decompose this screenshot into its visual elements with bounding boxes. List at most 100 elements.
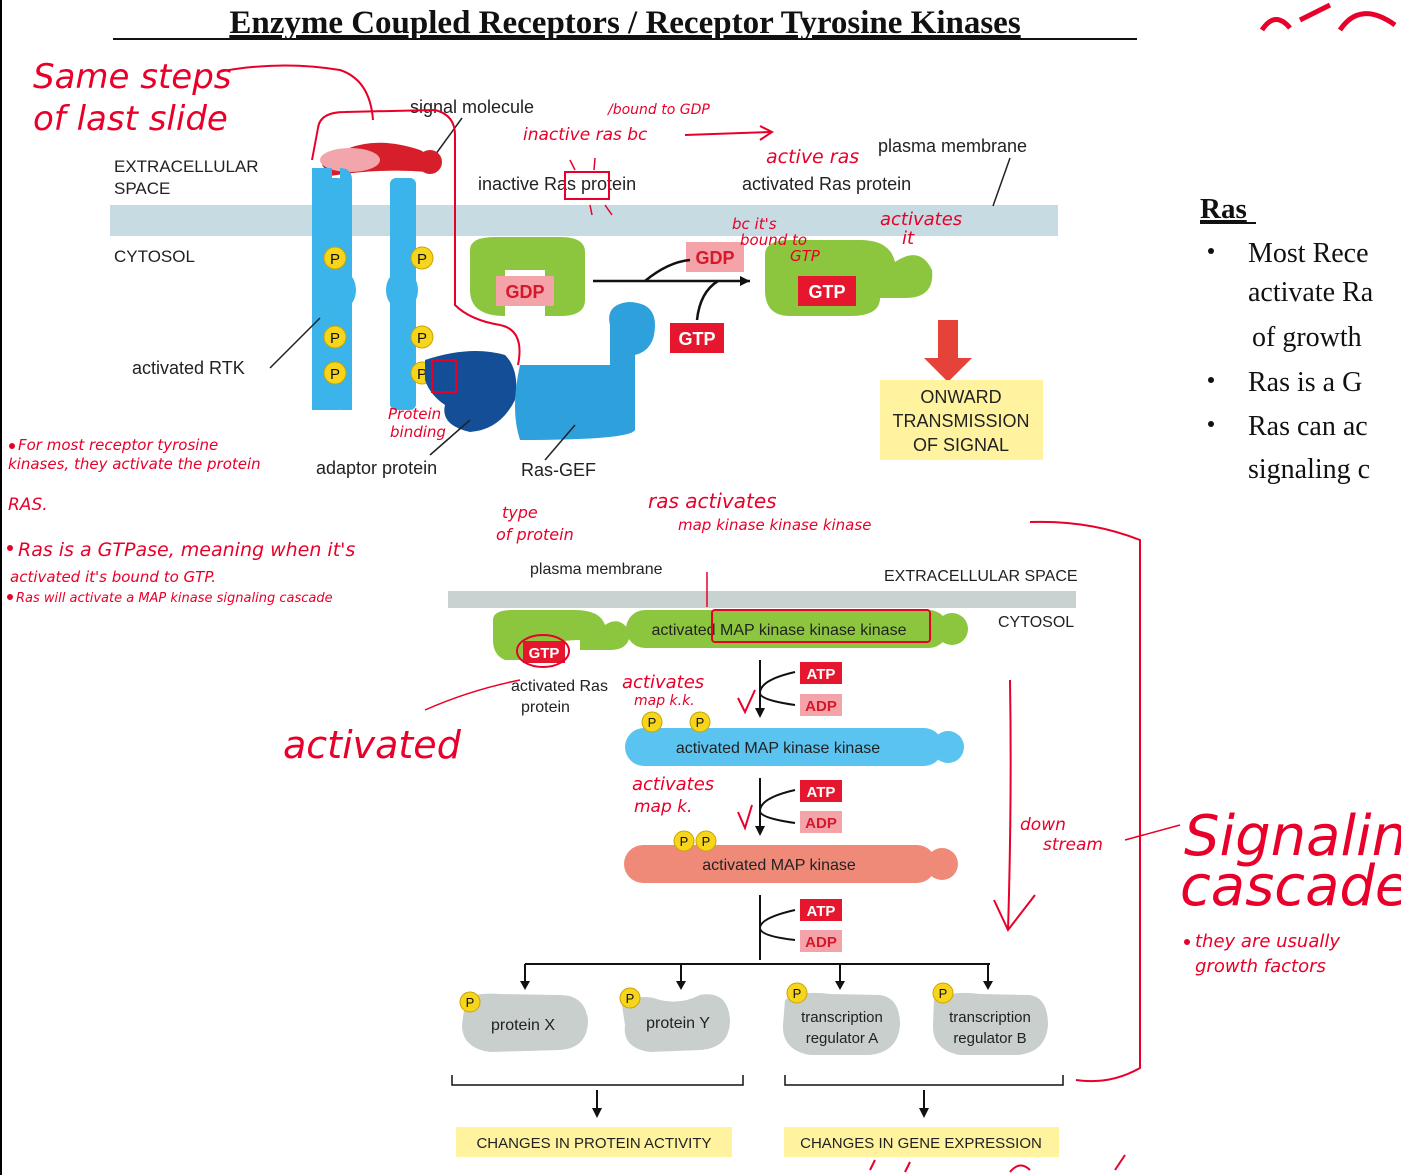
- atp-label: ATP: [807, 903, 836, 920]
- annotation-text: activates: [622, 672, 704, 693]
- annotation-box: [564, 171, 610, 200]
- phosphate-label: P: [793, 986, 802, 1001]
- annotation-text: activated it's bound to GTP.: [10, 568, 216, 586]
- mapk-bar: [624, 845, 936, 883]
- svg-text:P: P: [417, 330, 427, 347]
- phosphate-icon: [932, 982, 954, 1004]
- annotation-mark: [869, 1154, 1126, 1173]
- svg-text:P: P: [330, 251, 340, 268]
- mapkk-bar: [625, 728, 943, 766]
- arrow-head: [592, 1108, 929, 1118]
- activated-rtk-label: activated RTK: [132, 358, 245, 378]
- gdp-badge: [686, 242, 744, 272]
- bracket: [784, 1075, 1064, 1086]
- phosphate-label: P: [696, 715, 705, 730]
- annotation-text: Protein: [388, 405, 441, 423]
- scribble-mark: [1259, 2, 1397, 32]
- activated-ras-label: activated Ras: [511, 678, 608, 695]
- annotation-text: type: [502, 503, 538, 522]
- mapkkk-bar: [626, 610, 948, 648]
- phosphate-icon: [695, 830, 717, 852]
- bullet-text: Most Rece: [1248, 238, 1369, 269]
- bullet-text: signaling c: [1248, 454, 1370, 485]
- phosphate-label: P: [648, 715, 657, 730]
- extracellular-label: EXTRACELLULAR SPACE: [884, 568, 1078, 585]
- phosphate-label: P: [466, 995, 475, 1010]
- phosphate-group: P P P P P P: [323, 246, 434, 385]
- gdp-label: GDP: [695, 248, 734, 268]
- annotation-line: [311, 127, 319, 161]
- gtp-label: GTP: [808, 282, 845, 302]
- annotation-line: [424, 679, 521, 711]
- phosphate-label: P: [626, 991, 635, 1006]
- signal-molecule-label: signal molecule: [410, 97, 534, 117]
- arrow: [758, 671, 796, 706]
- regulator-b-label: regulator B: [953, 1030, 1026, 1047]
- annotation-text: stream: [1043, 835, 1103, 855]
- cytosol-label: CYTOSOL: [998, 614, 1074, 631]
- signal-molecule-shape: [320, 148, 380, 172]
- annotation-text: activated: [283, 723, 462, 767]
- rtk-receptor-right: [386, 178, 418, 410]
- mapk-bar: [926, 848, 958, 880]
- adp-label: ADP: [805, 698, 837, 715]
- annotation-text: activates: [880, 209, 962, 230]
- annotation-box: [711, 609, 931, 643]
- onward-text: ONWARD: [920, 387, 1001, 407]
- arrow-head: [740, 276, 750, 286]
- bullet-dot: [1208, 421, 1214, 427]
- atp-badge: [800, 662, 842, 684]
- bullet-text: Ras is a G: [1248, 367, 1362, 398]
- signal-molecule-shape: [418, 150, 442, 174]
- bullet-text: Ras can ac: [1248, 411, 1368, 442]
- phosphate-label: P: [680, 834, 689, 849]
- annotation-box: [431, 359, 457, 393]
- phosphate-label: P: [939, 986, 948, 1001]
- arrow: [758, 789, 796, 824]
- gtp-label: GTP: [678, 329, 715, 349]
- annotation-text: inactive ras bc: [523, 125, 648, 145]
- ras-gef-label: Ras-GEF: [521, 460, 596, 480]
- regulator-b-label: transcription: [949, 1009, 1031, 1026]
- cytosol-label: CYTOSOL: [114, 247, 195, 266]
- bracket: [451, 1075, 744, 1086]
- protein-y-label: protein Y: [646, 1015, 710, 1032]
- annotation-text: bound to: [740, 231, 807, 249]
- ras-gef-shape: [515, 302, 655, 440]
- arrow: [644, 258, 691, 282]
- annotation-text: ras activates: [648, 489, 777, 513]
- bottom-diagram: plasma membrane EXTRACELLULAR SPACE CYTO…: [448, 561, 1078, 1157]
- annotation-text: Ras is a GTPase, meaning when it's: [18, 539, 355, 561]
- adp-badge: [800, 811, 842, 833]
- protein-activity-box: [456, 1127, 732, 1157]
- annotation-text: active ras: [766, 146, 859, 168]
- activated-ras-label: protein: [521, 699, 570, 716]
- gdp-label: GDP: [505, 282, 544, 302]
- phosphate-icon: [786, 982, 808, 1004]
- rtk-receptor-left: [312, 168, 356, 410]
- plasma-membrane-label: plasma membrane: [878, 136, 1027, 156]
- arrow: [758, 909, 796, 941]
- slide-border: [0, 0, 2, 1175]
- leader-line: [429, 419, 471, 456]
- annotation-text: binding: [390, 423, 446, 441]
- phosphate-icon: [459, 991, 481, 1013]
- top-diagram: EXTRACELLULAR SPACE CYTOSOL signal molec…: [110, 97, 1058, 480]
- annotation-text: growth factors: [1195, 956, 1326, 977]
- regulator-a-label: transcription: [801, 1009, 883, 1026]
- atp-badge: [800, 899, 842, 921]
- annotation-text: /bound to GDP: [606, 102, 710, 118]
- annotation-text: bc it's: [732, 215, 777, 233]
- svg-text:P: P: [330, 366, 340, 383]
- activated-ras-label: activated Ras protein: [742, 174, 911, 194]
- adp-label: ADP: [805, 934, 837, 951]
- annotation-text: down: [1020, 815, 1066, 835]
- annotation-bracket: [317, 108, 521, 366]
- adp-badge: [800, 694, 842, 716]
- gtp-label: GTP: [529, 645, 560, 662]
- phosphate-label: P: [702, 834, 711, 849]
- annotation-text: RAS.: [8, 495, 48, 515]
- onward-arrow: [924, 320, 972, 382]
